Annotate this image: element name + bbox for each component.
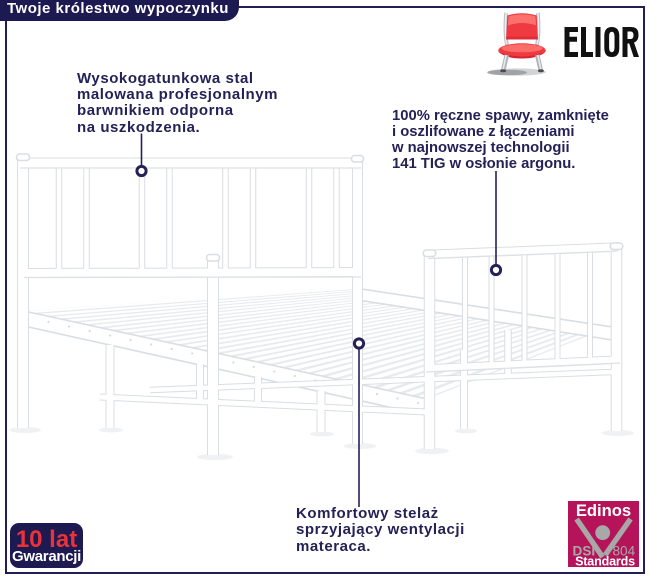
svg-text:Standards: Standards — [575, 555, 635, 567]
svg-text:804: 804 — [613, 543, 636, 558]
svg-text:Edinos: Edinos — [576, 501, 631, 520]
svg-text:DSI: DSI — [573, 543, 596, 558]
